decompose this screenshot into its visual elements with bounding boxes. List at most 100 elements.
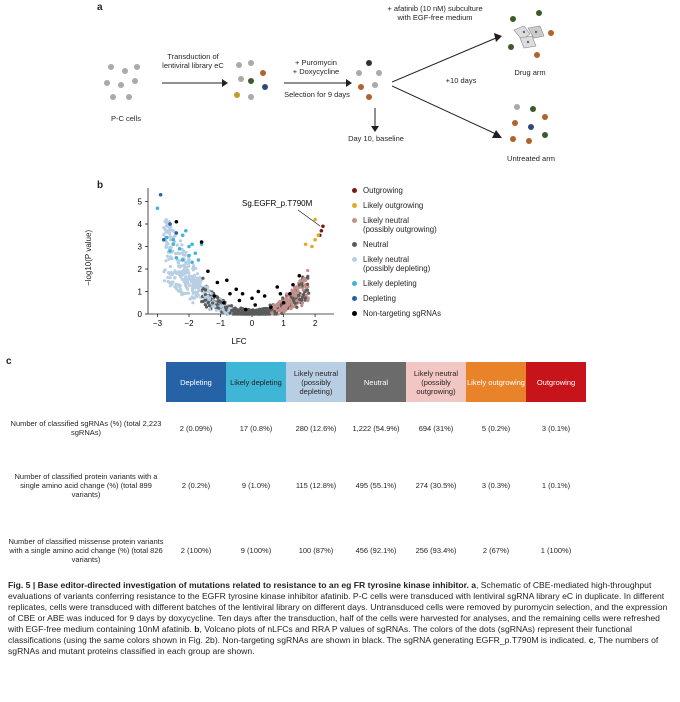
background-point <box>295 305 299 309</box>
background-point <box>280 311 284 315</box>
background-point <box>298 279 302 283</box>
data-point <box>253 303 257 307</box>
background-point <box>306 298 310 303</box>
legend-label: Depleting <box>363 294 396 303</box>
x-tick-label: 2 <box>313 319 318 328</box>
background-point <box>304 293 308 297</box>
x-tick-label: −3 <box>153 319 163 328</box>
data-points <box>155 192 325 312</box>
data-point <box>161 237 166 242</box>
data-point <box>174 231 179 235</box>
background-point <box>291 305 296 309</box>
background-point <box>213 304 217 308</box>
data-point <box>316 233 321 238</box>
background-point <box>203 303 207 307</box>
background-point <box>175 287 179 291</box>
t790m-annotation: Sg.EGFR_p.T790M <box>242 199 313 208</box>
background-point <box>281 296 285 300</box>
background-point <box>163 268 167 272</box>
data-point <box>158 192 163 197</box>
y-axis-label: −log10(P value) <box>84 229 93 286</box>
background-point <box>219 304 223 308</box>
data-point <box>313 237 317 242</box>
data-point <box>177 246 182 251</box>
data-point <box>180 258 185 262</box>
background-point <box>266 312 271 316</box>
data-point <box>190 260 194 265</box>
background-point <box>184 266 188 270</box>
background-point <box>230 308 234 313</box>
background-point <box>168 272 172 276</box>
background-point <box>191 283 195 287</box>
table-cell: 115 (12.8%) <box>295 480 337 490</box>
data-point <box>168 222 172 226</box>
data-point <box>310 244 314 249</box>
table-cell: 5 (0.2%) <box>481 423 511 433</box>
legend-swatch <box>352 296 357 301</box>
table-cell: 1 (0.1%) <box>541 480 571 490</box>
data-point <box>291 282 295 287</box>
background-point <box>188 297 192 301</box>
data-point <box>187 244 191 249</box>
data-point <box>193 251 198 256</box>
figure-caption: Fig. 5 | Base editor-directed investigat… <box>8 580 672 657</box>
legend-swatch <box>352 281 357 286</box>
background-point <box>200 300 204 304</box>
background-point <box>184 291 188 295</box>
x-tick-label: −2 <box>184 319 194 328</box>
background-point <box>235 309 239 313</box>
legend-item: Outgrowing <box>352 186 472 195</box>
table-cell: 17 (0.8%) <box>239 423 273 433</box>
background-point <box>183 269 187 273</box>
data-point <box>234 287 239 292</box>
background-point <box>167 257 171 261</box>
background-point <box>295 299 299 303</box>
day10-label: Day 10, baseline <box>348 134 404 143</box>
caption-c-letter: c <box>588 635 594 645</box>
table-cell: 9 (1.0%) <box>241 480 271 490</box>
legend-label: Non-targeting sgRNAs <box>363 309 442 318</box>
background-point <box>191 268 195 272</box>
data-point <box>206 269 210 274</box>
data-point <box>303 242 308 247</box>
background-point <box>191 301 195 305</box>
data-point <box>225 278 229 283</box>
data-point <box>180 233 185 238</box>
background-point <box>224 308 228 312</box>
background-point <box>173 276 177 280</box>
background-point <box>194 278 198 283</box>
background-point <box>243 312 247 316</box>
caption-a-letter: a <box>471 580 477 590</box>
background-point <box>168 284 172 288</box>
table-cell: 2 (0.2%) <box>181 480 211 490</box>
background-point <box>170 257 174 261</box>
transduction-label: Transduction of lentiviral library eC <box>162 52 224 70</box>
y-tick-label: 4 <box>138 220 143 229</box>
background-point <box>273 306 277 311</box>
data-point <box>237 298 242 303</box>
data-point <box>168 249 172 253</box>
background-point <box>164 230 168 234</box>
background-point <box>206 300 210 304</box>
legend-swatch <box>352 311 357 316</box>
background-point <box>207 296 211 301</box>
annotation-leader <box>297 209 321 227</box>
y-tick-label: 0 <box>138 310 143 319</box>
background-point <box>168 264 172 269</box>
header-depleting: Depleting <box>166 362 226 402</box>
data-point <box>171 237 176 242</box>
background-point <box>164 224 169 228</box>
background-point <box>162 279 166 283</box>
background-point <box>248 309 252 313</box>
background-point <box>167 231 171 235</box>
background-point <box>196 293 200 297</box>
table-cell: 694 (31%) <box>418 423 454 433</box>
background-point <box>174 282 178 286</box>
background-point <box>301 293 306 297</box>
background-point <box>260 312 264 316</box>
background-point <box>300 298 304 302</box>
background-point <box>291 296 295 300</box>
background-point <box>181 264 185 268</box>
background-point <box>221 308 225 312</box>
